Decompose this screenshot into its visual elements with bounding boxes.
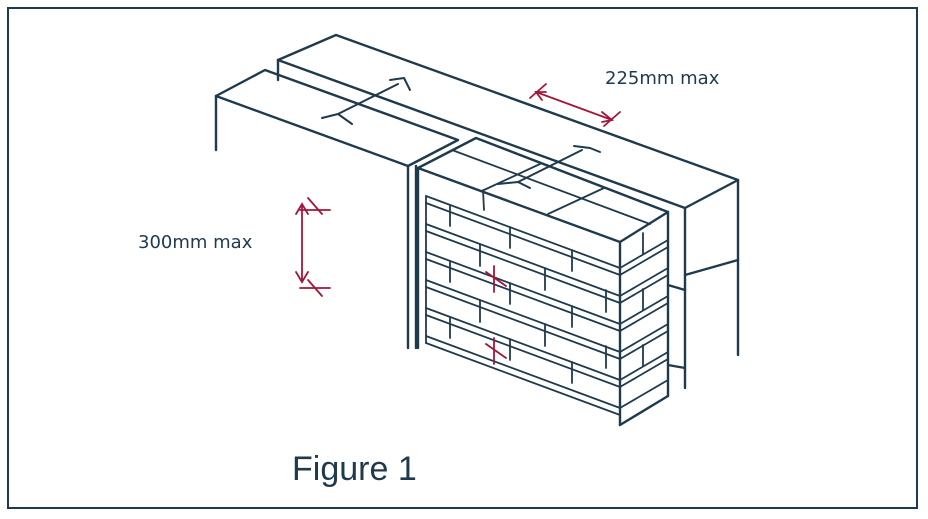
dimension-vertical — [295, 197, 331, 297]
tie-position-marks — [485, 265, 507, 365]
figure-caption: Figure 1 — [292, 450, 417, 488]
figure-frame — [7, 7, 918, 509]
wall-tie-upper — [321, 77, 411, 125]
dimension-label-horizontal: 225mm max — [605, 68, 720, 89]
inner-block-leaf — [214, 68, 460, 350]
dimension-label-vertical: 300mm max — [138, 232, 253, 253]
wall-tie-lower — [497, 145, 601, 189]
dimension-horizontal — [529, 83, 621, 127]
brick-leaf — [416, 136, 670, 427]
brick-courses — [425, 195, 669, 416]
rear-wall-leaf — [276, 33, 740, 390]
